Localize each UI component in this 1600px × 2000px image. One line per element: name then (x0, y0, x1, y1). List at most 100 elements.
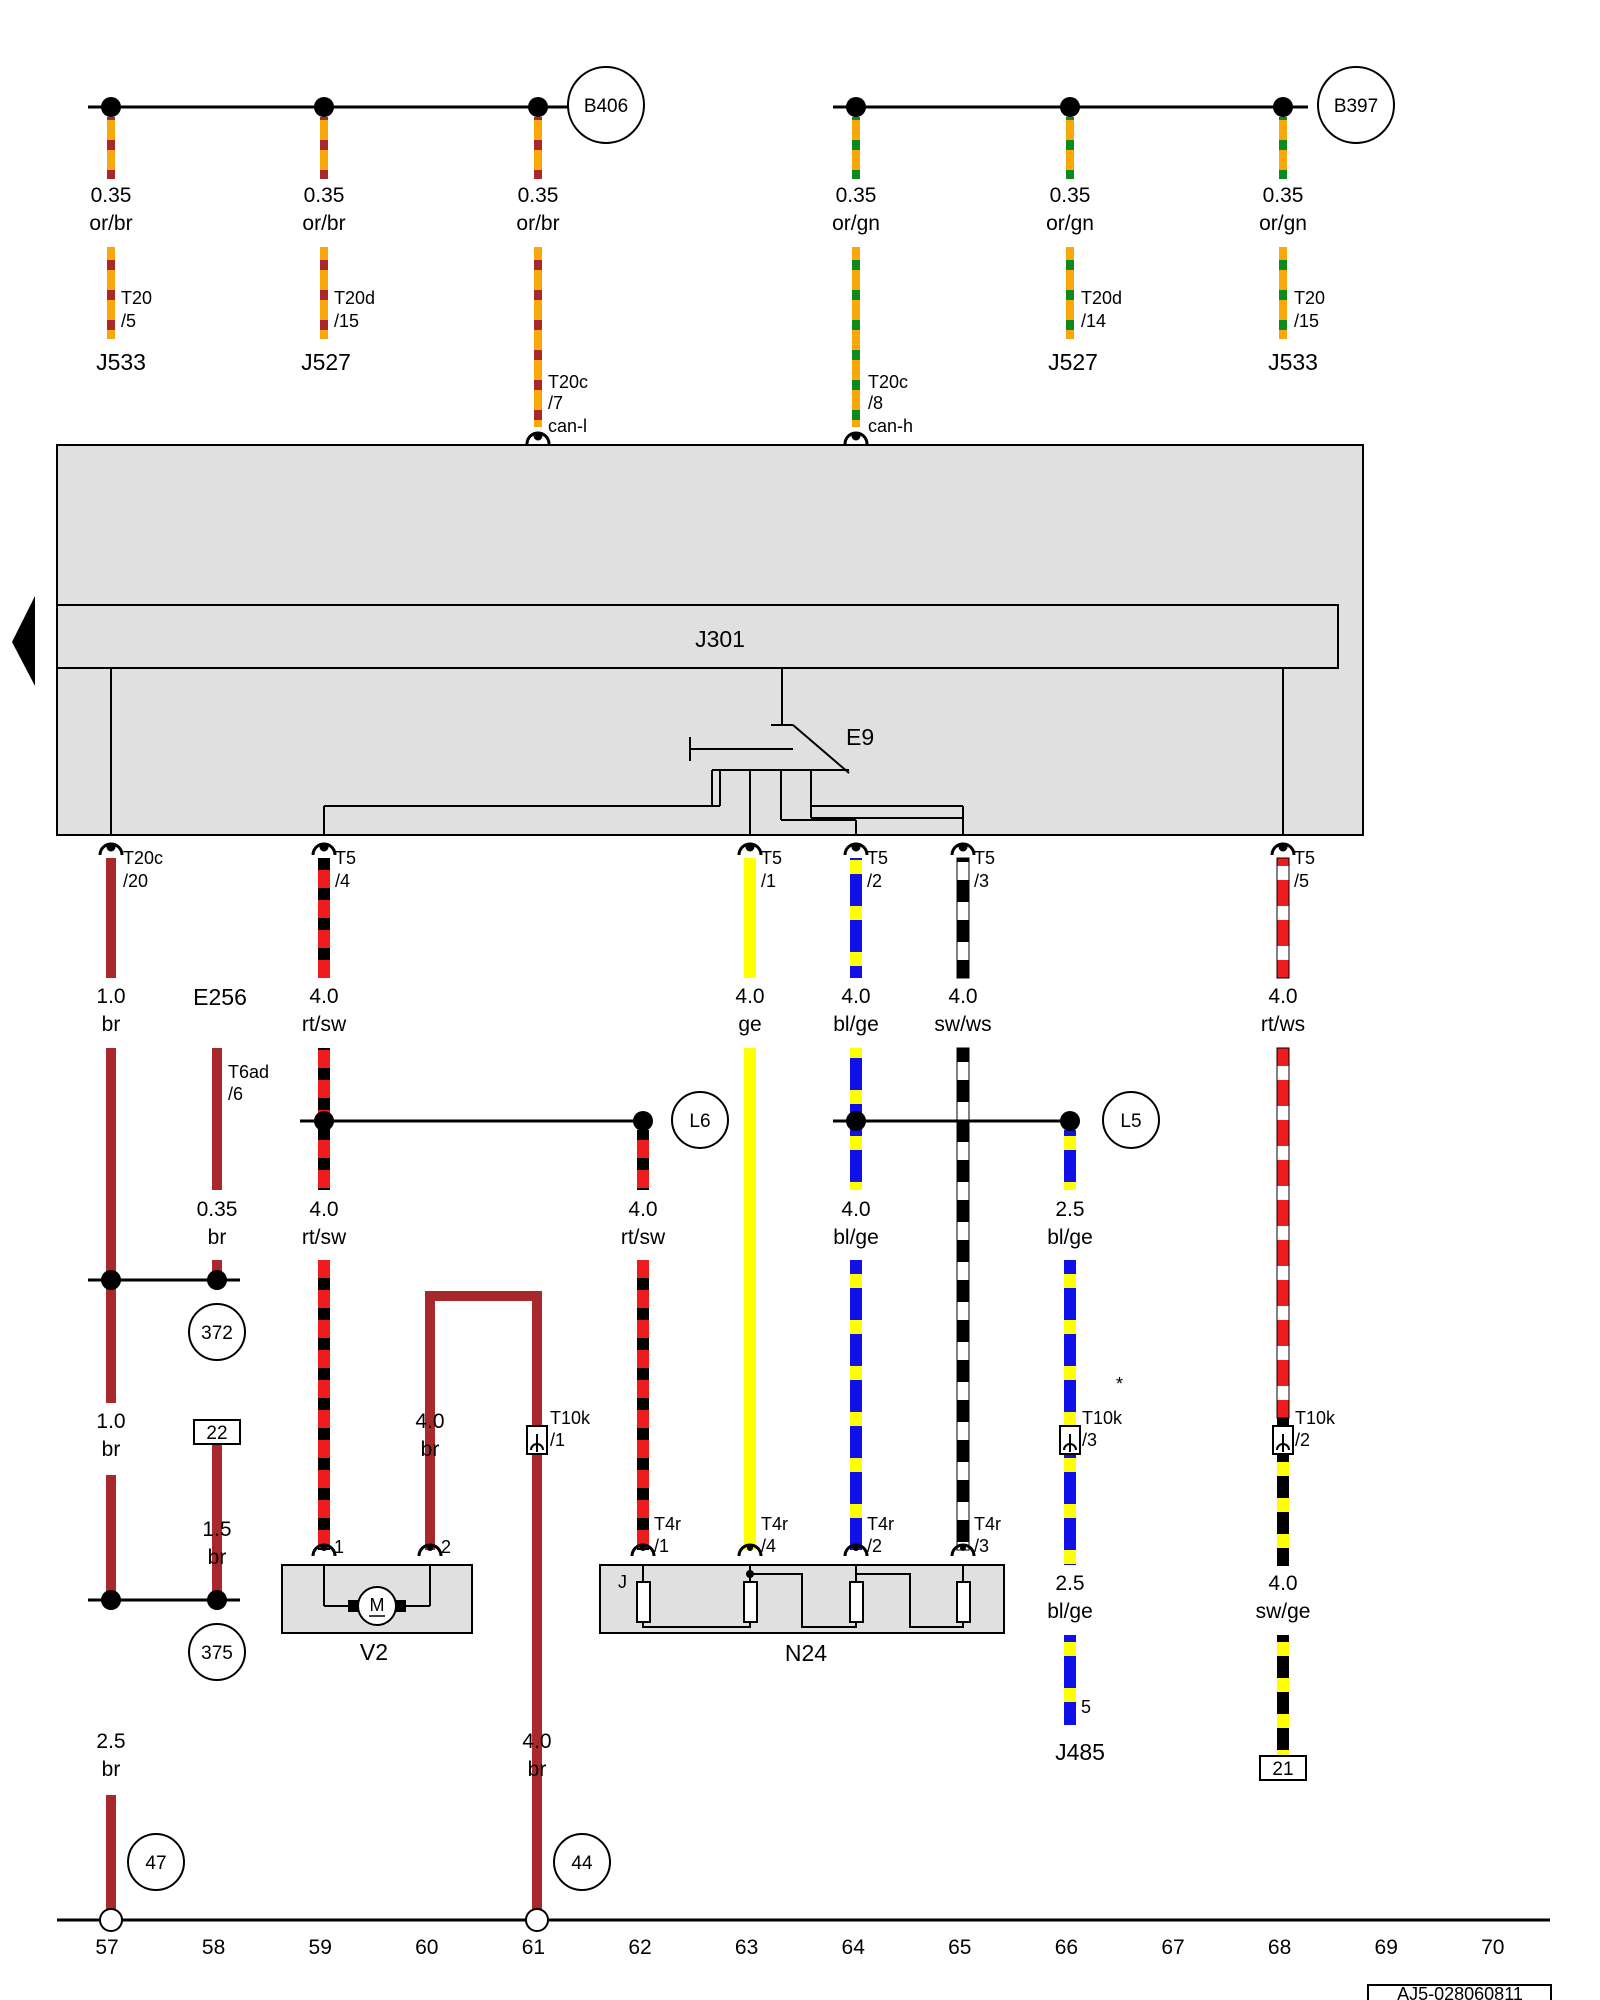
component-j485: J485 (1055, 1739, 1105, 1765)
inline-connector-t10k-3: T10k /3 * (1059, 1374, 1123, 1455)
wire-segment (106, 1475, 116, 1600)
svg-text:4.0: 4.0 (735, 985, 764, 1008)
page-continuation-arrow (12, 596, 35, 686)
grid-number: 65 (948, 1936, 971, 1959)
svg-text:1: 1 (334, 1537, 344, 1557)
wire-segment (320, 247, 328, 339)
svg-text:br: br (102, 1013, 121, 1036)
wire-segment (1064, 1635, 1076, 1725)
component-e9: E9 (846, 724, 874, 750)
svg-text:bl/ge: bl/ge (1047, 1226, 1093, 1249)
grid-number: 57 (95, 1936, 118, 1959)
svg-text:/1: /1 (761, 871, 776, 891)
wire-segment (1276, 857, 1290, 979)
svg-text:21: 21 (1272, 1759, 1293, 1780)
wire-segment (956, 857, 970, 979)
svg-text:0.35: 0.35 (836, 184, 877, 207)
svg-text:T5: T5 (974, 848, 995, 868)
svg-text:4.0: 4.0 (309, 985, 338, 1008)
wire-segment (637, 1130, 649, 1190)
svg-text:br: br (102, 1758, 121, 1781)
svg-text:T10k: T10k (550, 1408, 591, 1428)
svg-text:T20d: T20d (334, 288, 375, 308)
connector-b406: B406 (567, 66, 645, 144)
internal-wiring (110, 668, 1284, 836)
svg-text:or/br: or/br (516, 212, 559, 235)
component-j527-b: J527 (1048, 349, 1098, 375)
svg-text:br: br (208, 1226, 227, 1249)
svg-text:372: 372 (201, 1323, 233, 1344)
svg-text:0.35: 0.35 (304, 184, 345, 207)
wire-segment (1279, 247, 1287, 339)
svg-text:br: br (102, 1438, 121, 1461)
connector-l5: L5 (1102, 1091, 1160, 1149)
svg-text:2.5: 2.5 (1055, 1572, 1084, 1595)
wire-segment (106, 1795, 116, 1910)
grid-number: 63 (735, 1936, 758, 1959)
svg-text:5: 5 (1081, 1697, 1091, 1717)
connector-b397: B397 (1317, 66, 1395, 144)
svg-text:/2: /2 (867, 871, 882, 891)
wire-segment (744, 858, 756, 978)
ref-box-22: 22 (193, 1419, 241, 1445)
wire-segment (534, 117, 542, 179)
ref-box-21: 21 (1259, 1755, 1307, 1781)
svg-text:/4: /4 (761, 1536, 776, 1556)
top-bus-left (88, 97, 568, 117)
top-connector-pins (525, 431, 869, 445)
svg-text:/3: /3 (1082, 1430, 1097, 1450)
svg-text:4.0: 4.0 (522, 1730, 551, 1753)
svg-text:T5: T5 (335, 848, 356, 868)
component-j485-group: 5 J485 (1055, 1697, 1105, 1765)
footer-id: AJ5-028060811 (1367, 1984, 1552, 2000)
svg-text:B406: B406 (584, 96, 628, 117)
svg-text:4.0: 4.0 (841, 985, 870, 1008)
svg-text:br: br (208, 1546, 227, 1569)
svg-text:/15: /15 (334, 311, 359, 331)
svg-text:2.5: 2.5 (1055, 1198, 1084, 1221)
svg-text:0.35: 0.35 (91, 184, 132, 207)
wire-segment (212, 1444, 222, 1598)
svg-text:0.35: 0.35 (197, 1198, 238, 1221)
wire-segment (956, 1047, 970, 1551)
wire-segment (744, 1048, 756, 1550)
svg-text:or/br: or/br (302, 212, 345, 235)
wire-segment (107, 117, 115, 179)
svg-text:T20: T20 (121, 288, 152, 308)
component-j527-a: J527 (301, 349, 351, 375)
svg-text:sw/ws: sw/ws (934, 1013, 991, 1036)
wire-labels-row1: 1.0 br 4.0 rt/sw 4.0 ge 4.0 bl/ge 4.0 sw… (96, 984, 1305, 1104)
wire-segment (1064, 1260, 1076, 1565)
svg-text:2: 2 (441, 1537, 451, 1557)
junction-dots (99, 1111, 1080, 1932)
module-j301-panel: J301 (56, 444, 1364, 836)
svg-text:47: 47 (145, 1853, 166, 1874)
connector-l6: L6 (671, 1091, 729, 1149)
svg-text:T20d: T20d (1081, 288, 1122, 308)
top-pin-labels: T20 /5 J533 T20d /15 J527 T20c /7 can-l … (96, 288, 1325, 436)
ref-47: 47 (127, 1833, 185, 1891)
inline-connector-t10k-2: T10k /2 (1272, 1408, 1336, 1455)
svg-text:2.5: 2.5 (96, 1730, 125, 1753)
svg-text:/2: /2 (1295, 1430, 1310, 1450)
svg-text:4.0: 4.0 (1268, 1572, 1297, 1595)
svg-text:4.0: 4.0 (1268, 985, 1297, 1008)
svg-text:br: br (421, 1438, 440, 1461)
svg-text:/4: /4 (335, 871, 350, 891)
svg-text:T10k: T10k (1295, 1408, 1336, 1428)
svg-text:T4r: T4r (761, 1514, 788, 1534)
svg-text:or/br: or/br (89, 212, 132, 235)
svg-text:/5: /5 (121, 311, 136, 331)
grid-number: 62 (628, 1936, 651, 1959)
grid-number: 68 (1268, 1936, 1291, 1959)
svg-text:ge: ge (738, 1013, 761, 1036)
component-j301: J301 (695, 626, 745, 652)
wire-segment (852, 247, 860, 427)
svg-text:/3: /3 (974, 871, 989, 891)
svg-text:AJ5-028060811: AJ5-028060811 (1397, 1984, 1523, 2000)
svg-text:rt/sw: rt/sw (302, 1013, 347, 1036)
wire-segment (1066, 247, 1074, 339)
wire-segment (212, 1048, 222, 1190)
